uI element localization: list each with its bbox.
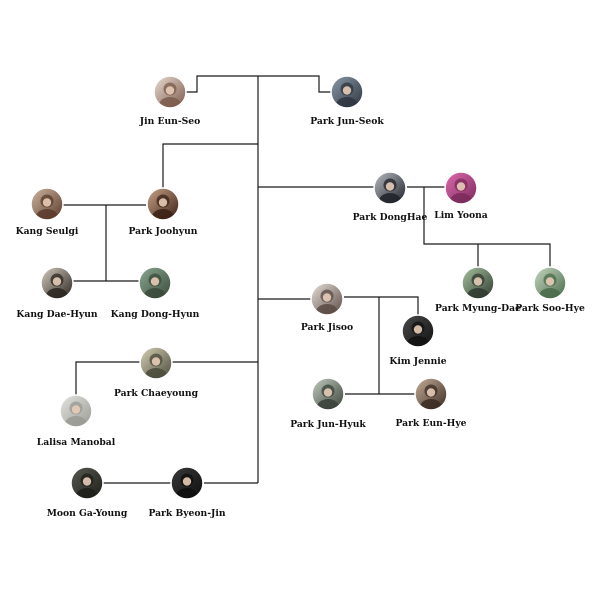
person-name: Park DongHae: [353, 212, 428, 223]
avatar-photo: [139, 267, 171, 299]
avatar-ring: [59, 394, 93, 428]
person-name: Park Joohyun: [128, 226, 197, 237]
edge-couple-jisoo-jennie: [344, 296, 419, 316]
person-name: Park Chaeyoung: [114, 388, 199, 399]
person-node-park-chaeyoung[interactable]: Park Chaeyoung: [114, 346, 199, 399]
avatar-photo: [31, 188, 63, 220]
avatar-photo: [312, 378, 344, 410]
avatar-photo: [60, 395, 92, 427]
avatar-ring: [153, 75, 187, 109]
avatar-ring: [40, 266, 74, 300]
edge-couple-chaeyoung-lalisa: [75, 361, 140, 396]
person-node-park-eun-hye[interactable]: Park Eun-Hye: [395, 377, 467, 429]
avatar-ring: [30, 187, 64, 221]
tree-connectors: [63, 75, 551, 484]
avatar-ring: [311, 377, 345, 411]
person-node-lalisa-manobal[interactable]: Lalisa Manobal: [37, 394, 116, 448]
person-name: Kim Jennie: [389, 356, 446, 367]
avatar-photo: [445, 172, 477, 204]
person-node-kim-jennie[interactable]: Kim Jennie: [389, 314, 447, 367]
avatar-ring: [444, 171, 478, 205]
avatar-photo: [311, 283, 343, 315]
avatar-ring: [170, 466, 204, 500]
avatar-ring: [138, 266, 172, 300]
person-node-park-soo-hye[interactable]: Park Soo-Hye: [515, 266, 585, 314]
person-name: Lim Yoona: [434, 210, 488, 221]
person-node-jin-eun-seo[interactable]: Jin Eun-Seo: [139, 75, 201, 127]
person-name: Moon Ga-Young: [47, 508, 128, 519]
avatar-photo: [462, 267, 494, 299]
avatar-photo: [171, 467, 203, 499]
person-node-lim-yoona[interactable]: Lim Yoona: [434, 171, 488, 221]
avatar-photo: [415, 378, 447, 410]
edge-to-joohyun: [162, 143, 258, 188]
person-node-kang-dae-hyun[interactable]: Kang Dae-Hyun: [16, 266, 98, 320]
edge-children-joohyun: [73, 205, 139, 282]
person-node-park-jun-seok[interactable]: Park Jun-Seok: [310, 75, 384, 127]
person-node-park-jisoo[interactable]: Park Jisoo: [301, 282, 353, 333]
avatar-photo: [154, 76, 186, 108]
avatar-ring: [139, 346, 173, 380]
avatar-photo: [147, 188, 179, 220]
person-name: Park Myung-Dae: [435, 303, 521, 314]
person-node-park-donghae[interactable]: Park DongHae: [353, 171, 428, 223]
person-node-moon-ga-young[interactable]: Moon Ga-Young: [47, 466, 128, 519]
person-node-park-byeon-jin[interactable]: Park Byeon-Jin: [148, 466, 226, 519]
person-name: Kang Dae-Hyun: [16, 309, 98, 320]
person-node-kang-dong-hyun[interactable]: Kang Dong-Hyun: [111, 266, 200, 320]
person-name: Park Soo-Hye: [515, 303, 585, 314]
person-name: Kang Seulgi: [16, 226, 79, 237]
avatar-ring: [70, 466, 104, 500]
person-name: Kang Dong-Hyun: [111, 309, 200, 320]
avatar-photo: [374, 172, 406, 204]
avatar-photo: [140, 347, 172, 379]
avatar-photo: [534, 267, 566, 299]
avatar-photo: [41, 267, 73, 299]
person-name: Park Byeon-Jin: [148, 508, 225, 519]
edge-children-jisoo: [345, 297, 415, 395]
person-node-park-jun-hyuk[interactable]: Park Jun-Hyuk: [290, 377, 366, 430]
avatar-photo: [71, 467, 103, 499]
person-name: Park Jisoo: [301, 322, 353, 333]
person-node-park-joohyun[interactable]: Park Joohyun: [128, 187, 198, 237]
avatar-ring: [414, 377, 448, 411]
avatar-ring: [330, 75, 364, 109]
avatar-photo: [402, 315, 434, 347]
person-name: Park Jun-Hyuk: [290, 419, 366, 430]
person-name: Park Jun-Seok: [310, 116, 384, 127]
person-name: Park Eun-Hye: [395, 418, 466, 429]
person-name: Lalisa Manobal: [37, 437, 116, 448]
avatar-ring: [401, 314, 435, 348]
person-node-park-myung-dae[interactable]: Park Myung-Dae: [435, 266, 521, 314]
avatar-ring: [461, 266, 495, 300]
person-node-kang-seulgi[interactable]: Kang Seulgi: [16, 187, 79, 237]
avatar-ring: [310, 282, 344, 316]
avatar-photo: [331, 76, 363, 108]
avatar-ring: [533, 266, 567, 300]
person-name: Jin Eun-Seo: [139, 116, 201, 127]
edge-children-donghae: [423, 187, 551, 268]
avatar-ring: [373, 171, 407, 205]
avatar-ring: [146, 187, 180, 221]
